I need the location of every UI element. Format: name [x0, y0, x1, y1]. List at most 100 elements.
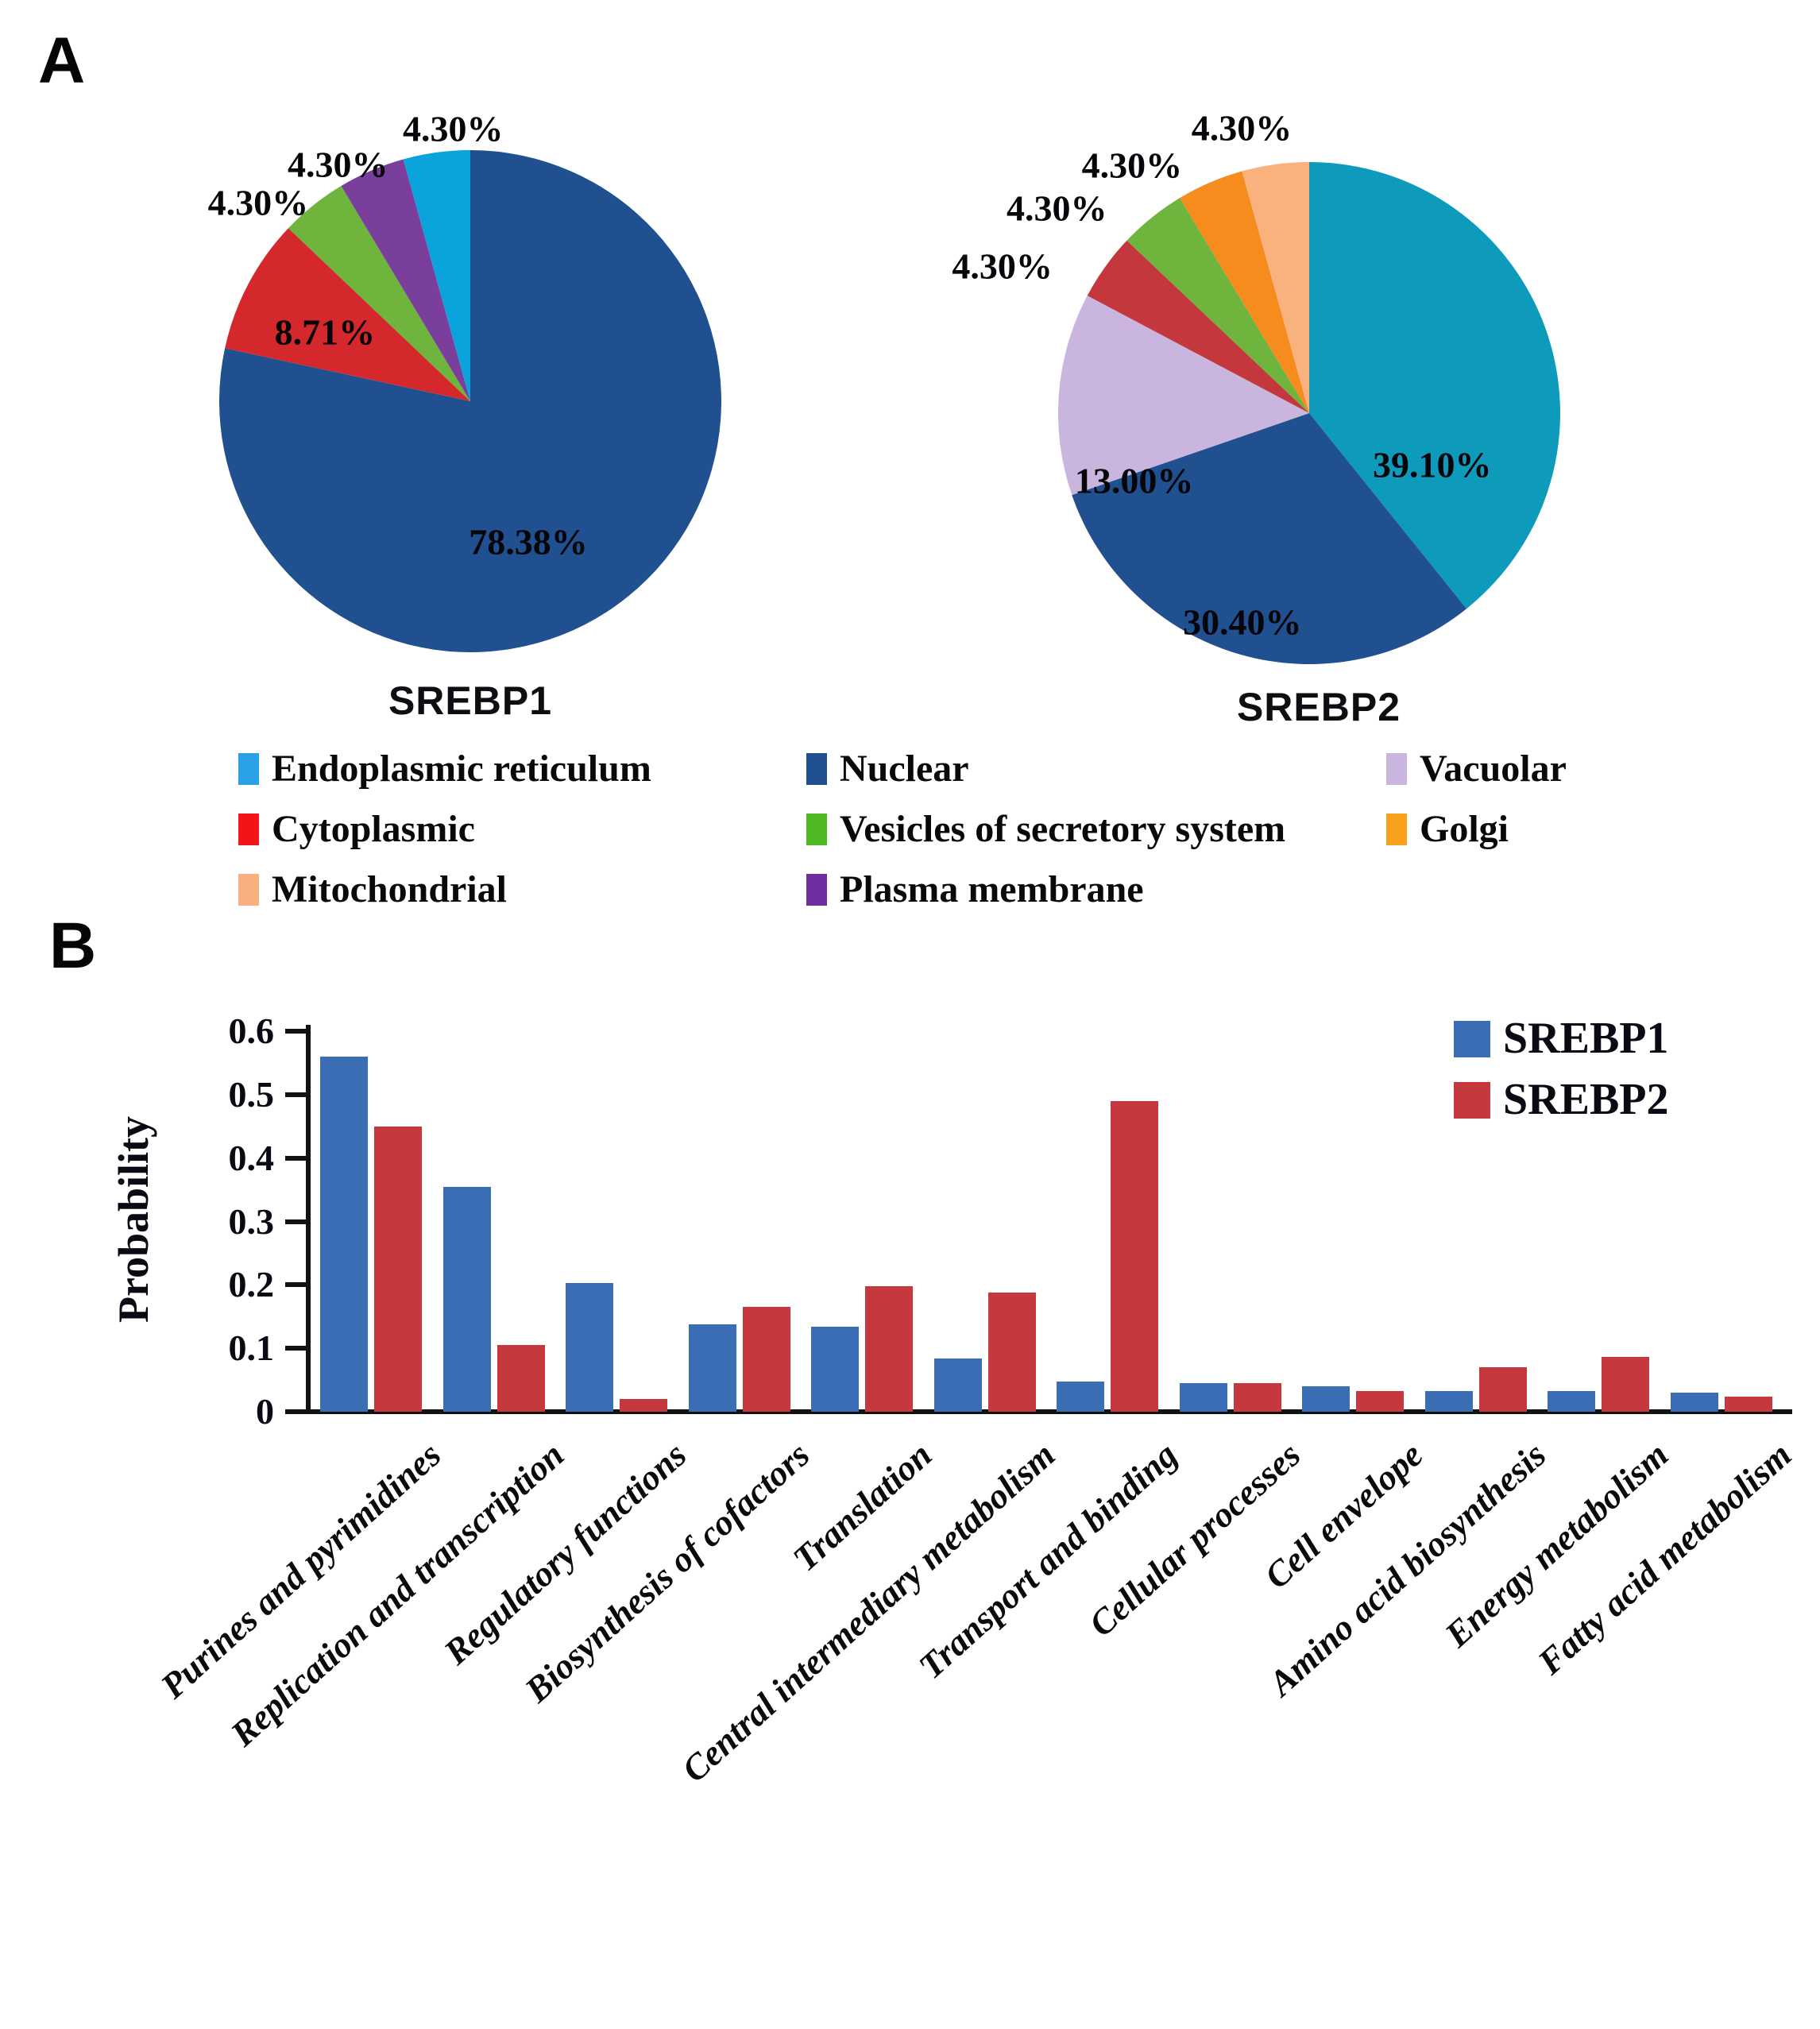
- legend-label: Vesicles of secretory system: [840, 808, 1286, 850]
- legend-b-swatch-srebp2: [1454, 1082, 1490, 1119]
- legend-b-label-srebp1: SREBP1: [1503, 1014, 1669, 1063]
- legend-swatch-plasma-membrane: [806, 874, 827, 906]
- pie-value-label: 39.10%: [1373, 444, 1492, 485]
- legend-label: Plasma membrane: [840, 868, 1144, 910]
- y-tick-label: 0.4: [228, 1137, 275, 1178]
- bar-srebp2-cell-envelope: [1356, 1391, 1404, 1412]
- bar-srebp1-cell-envelope: [1302, 1386, 1350, 1412]
- legend-swatch-mitochondrial: [238, 874, 259, 906]
- legend-item-mitochondrial: Mitochondrial: [238, 869, 507, 910]
- pie-slice-golgi: [1180, 171, 1309, 413]
- bar-srebp2-amino-acid-biosynthesis: [1478, 1367, 1527, 1412]
- bar-srebp2-biosynthesis-of-cofactors: [742, 1307, 790, 1412]
- pie-value-label: 4.30%: [952, 245, 1053, 287]
- legend-item-vacuolar: Vacuolar: [1386, 748, 1567, 790]
- pie-value-label: 78.38%: [469, 521, 588, 562]
- y-tick-label: 0.3: [228, 1200, 275, 1242]
- x-category-label: Regulatory functions: [436, 1434, 694, 1672]
- pie-value-label: 8.71%: [274, 311, 376, 353]
- legend-label: Mitochondrial: [272, 868, 507, 910]
- legend-item-cytoplasmic: Cytoplasmic: [238, 809, 475, 850]
- y-tick-label: 0: [256, 1391, 274, 1432]
- pie-slice-endoplasmic-reticulum: [403, 150, 470, 401]
- pie-value-label: 13.00%: [1074, 460, 1194, 501]
- pie-slice-vesicles-of-secretory-system: [288, 186, 470, 401]
- legend-swatch-endoplasmic-reticulum: [238, 753, 259, 785]
- legend-b-label-srebp2: SREBP2: [1503, 1075, 1669, 1124]
- y-tick-mark: [285, 1409, 306, 1414]
- legend-swatch-vesicles-of-secretory-system: [806, 814, 827, 845]
- y-tick-label: 0.6: [228, 1011, 275, 1052]
- pie-slice-nuclear: [218, 150, 721, 652]
- bar-srebp2-translation: [865, 1286, 913, 1412]
- legend-label: Endoplasmic reticulum: [272, 748, 651, 790]
- bar-srebp2-regulatory-functions: [620, 1399, 667, 1412]
- pie-value-label: 4.30%: [1191, 107, 1293, 149]
- x-category-label: Energy metabolism: [1437, 1434, 1676, 1655]
- legend-item-nuclear: Nuclear: [806, 748, 969, 790]
- bar-srebp2-cellular-processes: [1233, 1383, 1281, 1412]
- panel-b-label: B: [49, 910, 97, 982]
- y-tick-mark: [285, 1155, 306, 1161]
- y-tick-mark: [285, 1219, 306, 1224]
- legend-label: Golgi: [1420, 808, 1509, 850]
- pie-value-label: 4.30%: [1006, 187, 1107, 229]
- legend-swatch-golgi: [1386, 814, 1407, 845]
- bar-srebp1-central-intermediary-metabolism: [933, 1358, 982, 1412]
- pie-slice-cytoplasmic: [225, 228, 470, 401]
- legend-label: Cytoplasmic: [272, 808, 475, 850]
- bar-srebp1-regulatory-functions: [566, 1283, 613, 1412]
- pie-slice-cytoplasmic: [1087, 240, 1309, 413]
- x-axis-line: [306, 1409, 1792, 1414]
- legend-label: Vacuolar: [1420, 748, 1567, 790]
- pie-chart-srebp2: [1057, 162, 1560, 664]
- legend-swatch-cytoplasmic: [238, 814, 259, 845]
- bar-srebp2-energy-metabolism: [1602, 1357, 1649, 1412]
- bar-srebp1-cellular-processes: [1179, 1383, 1227, 1412]
- legend-item-plasma-membrane: Plasma membrane: [806, 869, 1144, 910]
- pie-value-label: 30.40%: [1183, 601, 1302, 643]
- panel-a-label: A: [38, 25, 86, 97]
- legend-item-endoplasmic-reticulum: Endoplasmic reticulum: [238, 748, 651, 790]
- bar-srebp2-transport-and-binding: [1111, 1101, 1158, 1412]
- bar-srebp1-purines-and-pyrimidines: [320, 1057, 368, 1412]
- legend-label: Nuclear: [840, 748, 969, 790]
- bar-srebp1-energy-metabolism: [1548, 1391, 1595, 1412]
- pie-slice-endoplasmic-reticulum: [1309, 162, 1560, 609]
- bar-srebp1-amino-acid-biosynthesis: [1424, 1391, 1473, 1412]
- bar-srebp1-fatty-acid-metabolism: [1670, 1393, 1718, 1412]
- y-tick-mark: [285, 1346, 306, 1351]
- pie-value-label: 4.30%: [1081, 145, 1183, 186]
- pie-slice-vacuolar: [1057, 296, 1309, 496]
- bar-srebp2-purines-and-pyrimidines: [374, 1127, 422, 1412]
- legend-swatch-nuclear: [806, 753, 827, 785]
- bar-srebp1-translation: [811, 1327, 859, 1412]
- bar-srebp2-replication-and-transcription: [497, 1345, 545, 1412]
- bar-srebp1-replication-and-transcription: [442, 1187, 491, 1412]
- y-tick-label: 0.1: [228, 1328, 275, 1369]
- bar-srebp2-fatty-acid-metabolism: [1724, 1397, 1772, 1412]
- bar-srebp1-transport-and-binding: [1057, 1382, 1104, 1412]
- pie-slice-vesicles-of-secretory-system: [1126, 198, 1309, 414]
- pie-chart-srebp1: [218, 150, 721, 652]
- x-category-label: Cellular processes: [1080, 1434, 1308, 1644]
- pie-slice-mitochondrial: [1242, 162, 1309, 413]
- y-axis-line: [306, 1025, 311, 1414]
- pie-slice-plasma-membrane: [341, 159, 470, 401]
- pie-slice-nuclear: [1072, 413, 1467, 664]
- bar-srebp1-biosynthesis-of-cofactors: [688, 1324, 736, 1412]
- pie-value-label: 4.30%: [287, 144, 388, 185]
- y-tick-mark: [285, 1092, 306, 1097]
- legend-swatch-vacuolar: [1386, 753, 1407, 785]
- pie-value-label: 4.30%: [207, 182, 309, 223]
- pie-title-srebp2: SREBP2: [1236, 685, 1401, 729]
- legend-item-golgi: Golgi: [1386, 809, 1509, 850]
- y-tick-mark: [285, 1029, 306, 1034]
- pie-value-label: 4.30%: [402, 108, 504, 149]
- pie-title-srebp1: SREBP1: [388, 678, 553, 723]
- y-tick-mark: [285, 1282, 306, 1288]
- y-tick-label: 0.2: [228, 1264, 275, 1305]
- legend-b-swatch-srebp1: [1454, 1021, 1490, 1057]
- legend-item-vesicles-of-secretory-system: Vesicles of secretory system: [806, 809, 1285, 850]
